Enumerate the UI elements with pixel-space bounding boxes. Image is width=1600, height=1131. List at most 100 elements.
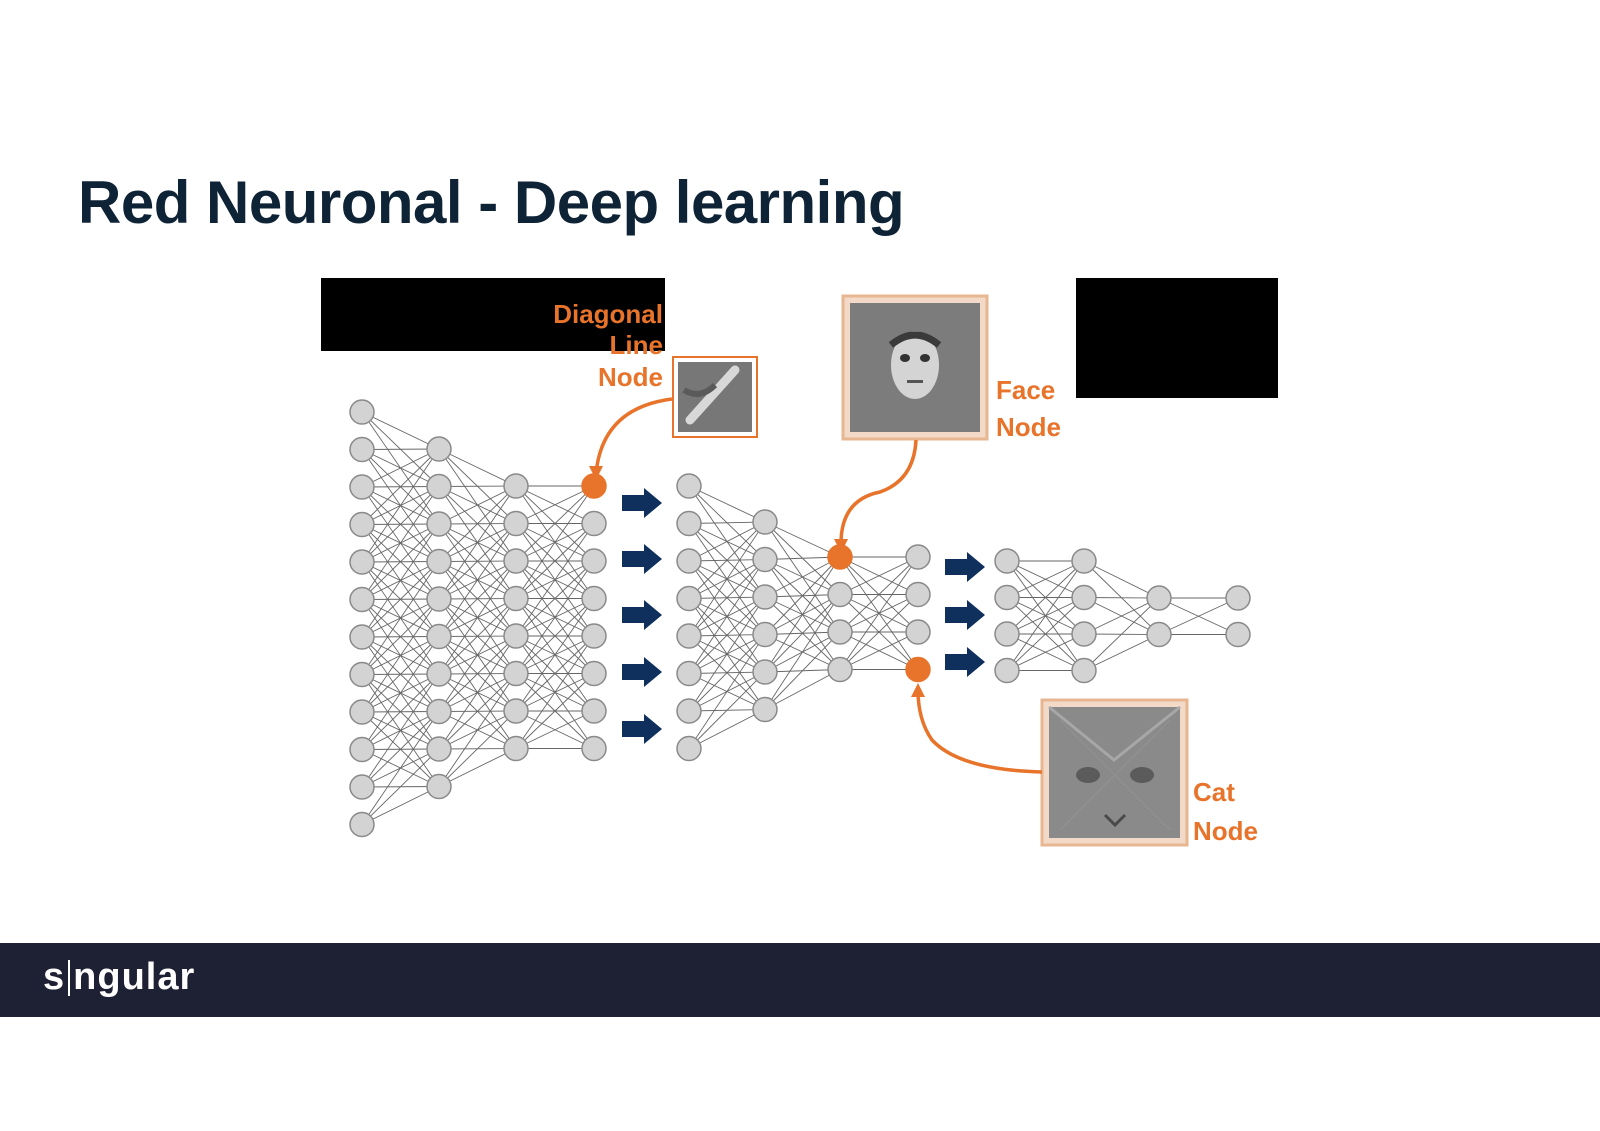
neuron — [582, 699, 606, 723]
neuron — [677, 662, 701, 686]
face-thumbnail — [843, 296, 987, 439]
pointer-cat-head — [911, 683, 925, 697]
logo-text-part1: s — [43, 956, 65, 999]
neuron — [504, 512, 528, 536]
neuron — [677, 699, 701, 723]
neuron — [995, 586, 1019, 610]
flow-arrow — [622, 488, 662, 518]
pointer-cat — [918, 690, 1042, 772]
black-block-right — [1076, 278, 1278, 398]
neuron — [677, 587, 701, 611]
neuron — [350, 588, 374, 612]
neuron — [427, 737, 451, 761]
neuron — [350, 700, 374, 724]
neuron — [995, 659, 1019, 683]
neuron — [350, 775, 374, 799]
neuron — [677, 512, 701, 536]
neuron — [677, 737, 701, 761]
neuron — [1072, 622, 1096, 646]
neuron — [427, 587, 451, 611]
neuron — [350, 513, 374, 537]
neuron — [504, 624, 528, 648]
cat-thumbnail — [1042, 700, 1187, 845]
highlighted-neuron — [582, 474, 606, 498]
highlighted-neuron — [906, 658, 930, 682]
neuron — [995, 622, 1019, 646]
footer-bar — [0, 943, 1600, 1017]
logo-divider — [68, 960, 70, 996]
diagonal-line-label-line3: Node — [598, 362, 663, 392]
neuron — [582, 512, 606, 536]
neuron — [427, 550, 451, 574]
neuron — [1072, 659, 1096, 683]
neuron — [427, 662, 451, 686]
flow-arrow — [622, 544, 662, 574]
neuron — [504, 662, 528, 686]
connection-line — [362, 712, 439, 825]
neuron — [504, 474, 528, 498]
neuron — [995, 549, 1019, 573]
neuron — [350, 663, 374, 687]
flow-arrow — [622, 714, 662, 744]
neuron — [582, 587, 606, 611]
neuron — [504, 587, 528, 611]
neuron — [906, 545, 930, 569]
flow-arrow — [622, 657, 662, 687]
neuron — [504, 737, 528, 761]
neuron — [1147, 586, 1171, 610]
neuron — [753, 623, 777, 647]
neuron — [350, 400, 374, 424]
neuron — [906, 583, 930, 607]
neuron — [504, 549, 528, 573]
flow-arrow — [622, 600, 662, 630]
neuron — [906, 620, 930, 644]
diagonal-line-label-line1: Diagonal — [553, 299, 663, 329]
neuron — [1072, 549, 1096, 573]
neuron — [1072, 586, 1096, 610]
face-node-label-line2: Node — [996, 412, 1061, 442]
neuron — [1226, 586, 1250, 610]
neuron — [350, 438, 374, 462]
neuron — [753, 660, 777, 684]
connection-line — [439, 674, 516, 787]
neuron — [350, 475, 374, 499]
neuron — [350, 813, 374, 837]
connection-line — [362, 412, 439, 449]
neuron — [828, 583, 852, 607]
flow-arrow — [945, 647, 985, 677]
connection-line — [689, 597, 765, 711]
flow-arrow — [945, 552, 985, 582]
neuron — [1147, 623, 1171, 647]
neuron — [828, 620, 852, 644]
diagonal-line-thumbnail — [673, 357, 757, 437]
neuron — [427, 775, 451, 799]
neuron — [427, 625, 451, 649]
connection-line — [689, 635, 765, 749]
neuron — [582, 662, 606, 686]
neuron — [677, 624, 701, 648]
neuron — [427, 437, 451, 461]
neuron — [753, 548, 777, 572]
face-node-label-line1: Face — [996, 375, 1055, 405]
neuron — [677, 474, 701, 498]
cat-node-label-line1: Cat — [1193, 777, 1235, 807]
neuron — [350, 738, 374, 762]
neuron — [753, 698, 777, 722]
connection-line — [439, 449, 516, 486]
neuron — [427, 512, 451, 536]
cat-node-label-line2: Node — [1193, 816, 1258, 846]
diagonal-line-label-line2: Line — [610, 330, 663, 360]
neuron — [828, 658, 852, 682]
neuron — [753, 585, 777, 609]
neuron — [582, 549, 606, 573]
connection-line — [765, 595, 840, 710]
neuron — [1226, 623, 1250, 647]
connection-line — [689, 560, 765, 674]
neuron — [582, 737, 606, 761]
neuron — [427, 475, 451, 499]
neuron — [350, 625, 374, 649]
pointer-face — [841, 440, 916, 546]
neuron — [504, 699, 528, 723]
logo-text-part2: ngular — [73, 956, 195, 999]
connection-line — [689, 522, 765, 636]
